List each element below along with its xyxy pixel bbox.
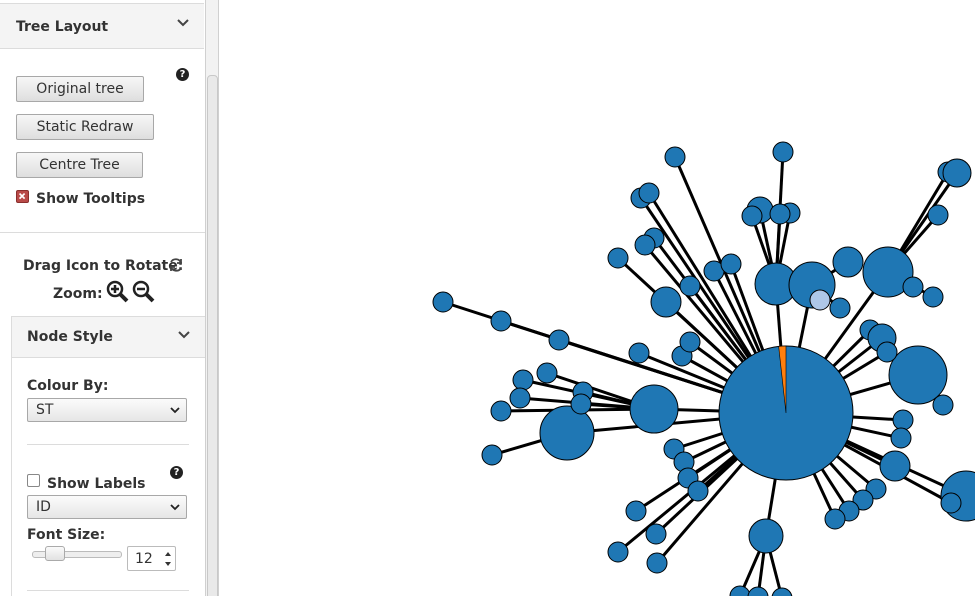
sidebar: Tree Layout ? Original tree Static Redra… [0,0,219,596]
chevron-down-icon[interactable] [176,16,190,30]
tree-node[interactable] [927,204,949,226]
tree-node[interactable] [432,291,454,313]
font-size-label: Font Size: [27,527,106,543]
tree-node[interactable] [772,141,794,163]
colour-by-select[interactable]: ST [27,398,187,422]
tree-node[interactable] [729,585,751,596]
tree-node[interactable] [824,508,846,530]
colour-by-value: ST [36,402,54,418]
tree-node[interactable] [771,587,793,596]
tree-node[interactable] [876,341,898,363]
divider [0,232,205,233]
tree-node[interactable] [720,253,742,275]
tree-node[interactable] [650,286,682,318]
close-icon [18,192,26,200]
tree-node[interactable] [536,362,558,384]
tree-node-pie-slice [778,345,787,414]
sidebar-scrollbar[interactable] [207,75,218,596]
tree-node[interactable] [832,246,864,278]
tree-node[interactable] [664,146,686,168]
tree-node[interactable] [940,492,962,514]
tree-node[interactable] [892,409,914,431]
tree-node[interactable] [625,500,647,522]
tree-node[interactable] [539,405,595,461]
tree-node[interactable] [628,342,650,364]
node-style-title: Node Style [27,329,113,345]
label-field-value: ID [36,499,51,515]
zoom-label: Zoom: [53,286,103,302]
tree-node[interactable] [481,444,503,466]
tree-node[interactable] [879,450,911,482]
show-tooltips-toggle[interactable] [16,190,29,203]
tree-node[interactable] [607,247,629,269]
tree-node[interactable] [809,289,831,311]
tree-node[interactable] [747,586,769,596]
tree-node[interactable] [490,400,512,422]
node-style-section: Node Style [11,316,205,596]
font-size-slider-handle[interactable] [45,546,65,561]
show-tooltips-label: Show Tooltips [36,191,146,207]
tree-node[interactable] [607,541,629,563]
tree-layout-title: Tree Layout [16,19,109,35]
tree-node[interactable] [829,297,851,319]
font-size-value: 12 [135,551,153,567]
show-labels-label: Show Labels [47,476,146,492]
chevron-down-icon[interactable] [177,328,191,342]
tree-node[interactable] [679,275,701,297]
tree-node[interactable] [769,203,791,225]
tree-node[interactable] [629,384,679,434]
divider [27,444,189,445]
tree-layout-header[interactable]: Tree Layout [0,3,204,49]
control-panel: Tree Layout ? Original tree Static Redra… [0,0,206,596]
divider [27,590,189,591]
tree-node[interactable] [634,234,656,256]
tree-node[interactable] [922,286,944,308]
static-redraw-button[interactable]: Static Redraw [16,114,154,140]
tree-node[interactable] [548,329,570,351]
node-style-header[interactable]: Node Style [12,317,205,358]
tree-canvas[interactable] [219,0,975,596]
chevron-down-icon [170,407,180,414]
show-labels-checkbox[interactable] [27,474,40,487]
tree-node[interactable] [888,345,948,405]
stepper-arrows-icon[interactable] [164,550,172,568]
tree-node[interactable] [942,158,972,188]
tree-node[interactable] [687,480,709,502]
tree-node[interactable] [512,369,534,391]
tree-nodes [432,141,975,596]
original-tree-button[interactable]: Original tree [16,76,144,102]
rotate-label: Drag Icon to Rotate: [23,258,184,274]
tree-node[interactable] [741,205,763,227]
tree-node[interactable] [638,182,660,204]
label-field-select[interactable]: ID [27,495,187,519]
centre-tree-button[interactable]: Centre Tree [16,152,143,178]
tree-node[interactable] [890,427,912,449]
font-size-stepper[interactable]: 12 [127,546,176,571]
chevron-down-icon [170,504,180,511]
tree-node[interactable] [679,331,701,353]
tree-node[interactable] [509,387,531,409]
zoom-in-icon[interactable] [105,279,129,303]
tree-node[interactable] [862,246,914,298]
zoom-out-icon[interactable] [131,279,155,303]
tree-node[interactable] [646,552,668,574]
tree-node[interactable] [902,276,924,298]
help-icon[interactable]: ? [170,466,183,479]
tree-node[interactable] [490,310,512,332]
font-size-slider-track[interactable] [32,551,122,558]
tree-node[interactable] [570,393,592,415]
tree-node[interactable] [852,489,874,511]
tree-node[interactable] [932,394,954,416]
rotate-icon[interactable] [168,257,184,273]
colour-by-label: Colour By: [27,378,109,394]
help-icon[interactable]: ? [176,68,189,81]
tree-node[interactable] [645,523,667,545]
tree-node[interactable] [748,518,784,554]
